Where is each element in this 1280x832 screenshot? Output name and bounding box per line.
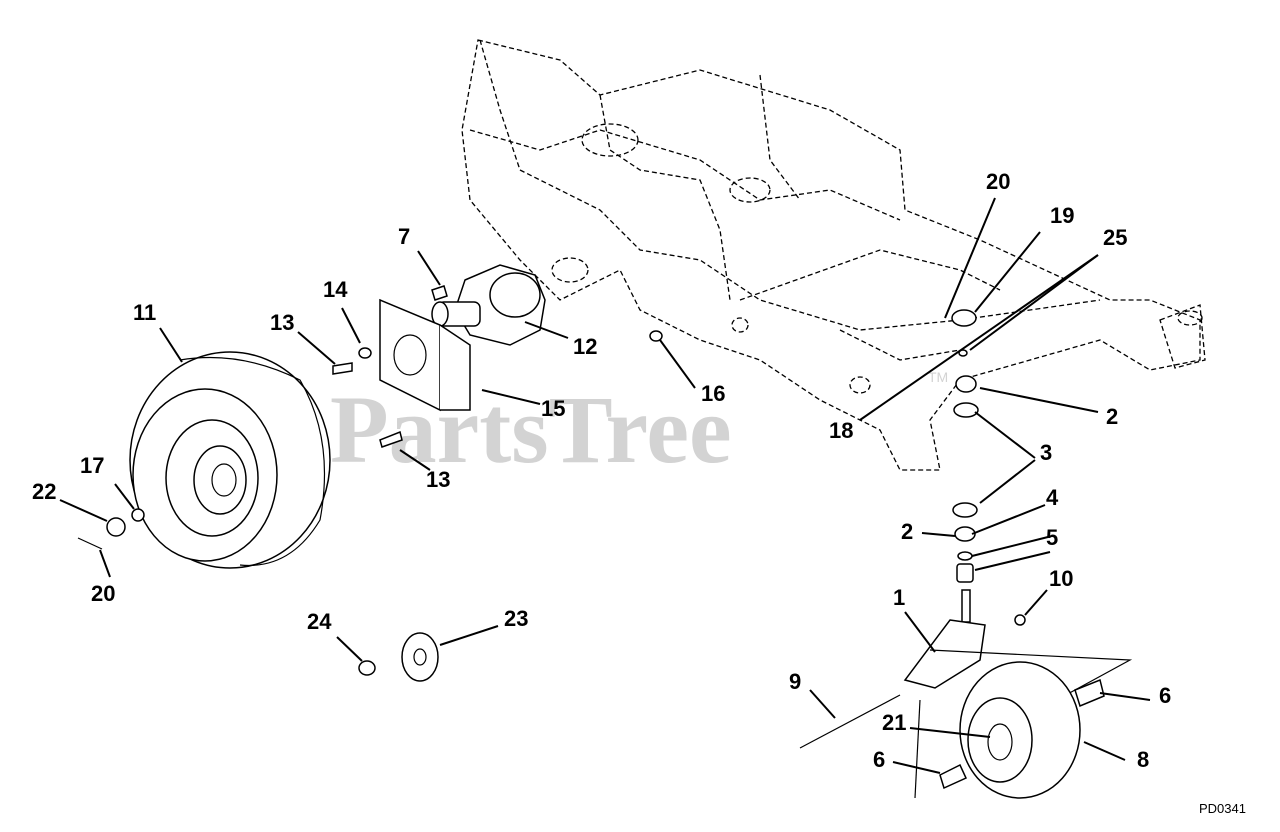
callout-24: 24 xyxy=(307,609,332,634)
callout-17: 17 xyxy=(80,453,104,478)
callout-19: 19 xyxy=(1050,203,1074,228)
callout-6-bottom: 6 xyxy=(873,747,885,772)
callout-4: 4 xyxy=(1046,485,1059,510)
hardware-left xyxy=(77,285,663,682)
callout-9: 9 xyxy=(789,669,801,694)
watermark-text: PartsTree xyxy=(330,376,732,483)
watermark-tm: TM xyxy=(928,369,948,385)
callout-3: 3 xyxy=(1040,440,1052,465)
callout-12: 12 xyxy=(573,334,597,359)
callout-16: 16 xyxy=(701,381,725,406)
rear-tire xyxy=(129,351,331,569)
callout-8: 8 xyxy=(1137,747,1149,772)
callout-15: 15 xyxy=(541,396,565,421)
callout-6-right: 6 xyxy=(1159,683,1171,708)
wheel-motor xyxy=(431,264,546,346)
callout-20-left: 20 xyxy=(91,581,115,606)
callout-25: 25 xyxy=(1103,225,1127,250)
callout-23: 23 xyxy=(504,606,528,631)
callout-7: 7 xyxy=(398,224,410,249)
callout-13-bottom: 13 xyxy=(426,467,450,492)
callout-10: 10 xyxy=(1049,566,1073,591)
callout-5: 5 xyxy=(1046,525,1058,550)
callout-21: 21 xyxy=(882,710,906,735)
callout-22: 22 xyxy=(32,479,56,504)
callout-14: 14 xyxy=(323,277,348,302)
callout-20-top: 20 xyxy=(986,169,1010,194)
callout-labels: 11 13 14 7 12 15 13 16 17 22 20 24 23 20… xyxy=(32,169,1171,772)
caster-assembly xyxy=(799,309,1133,799)
callout-11: 11 xyxy=(133,300,156,325)
callout-1: 1 xyxy=(893,585,905,610)
callout-18: 18 xyxy=(829,418,853,443)
callout-2-left: 2 xyxy=(901,519,913,544)
drawing-code: PD0341 xyxy=(1199,801,1246,816)
callout-13-top: 13 xyxy=(270,310,294,335)
leader-lines xyxy=(59,197,1151,774)
motor-mount-bracket xyxy=(379,298,471,412)
callout-2-right: 2 xyxy=(1106,404,1118,429)
